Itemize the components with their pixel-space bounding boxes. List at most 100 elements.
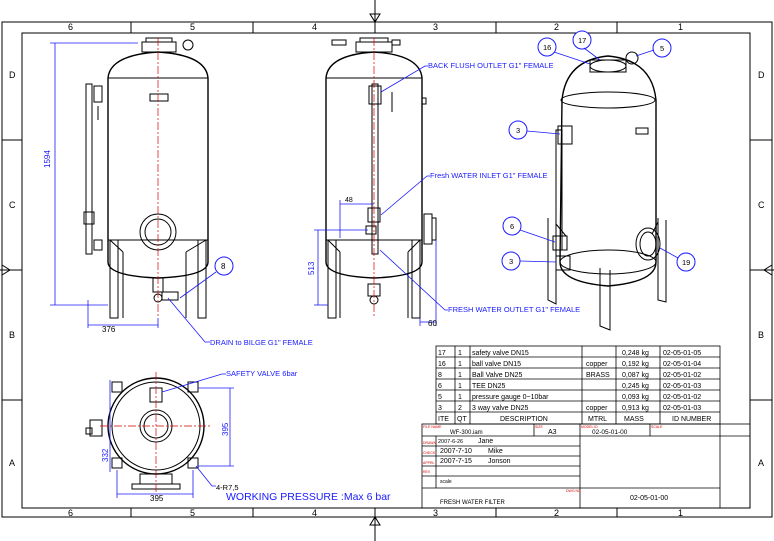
bom-rows: 17 1 safety valve DN15 0,248 kg 02-05-01-05 1… [438,350,701,412]
bom-cell-mass: 0,093 kg [622,394,649,401]
row-label-c-left: C [9,200,16,210]
bom-header-qty: QT [457,416,467,423]
tb-dwg-label: DWG NO [566,489,581,493]
bom-header-item: ITE [438,416,449,423]
front-view [50,37,209,328]
callout-back-flush: BACK FLUSH OUTLET G1" FEMALE [428,61,553,70]
col-label-5-top: 5 [190,22,195,32]
bom-cell-qty: 1 [458,372,462,379]
bom-cell-mass: 0,248 kg [622,350,649,357]
col-label-6-bottom: 6 [68,508,73,518]
tb-rev-label: REV [423,470,431,474]
callout-safety-valve: SAFETY VALVE 6bar [226,369,298,378]
dim-1594: 1594 [43,150,52,168]
tb-check-by: Mike [488,448,503,455]
bom-cell-item: 3 [438,405,442,412]
bom-cell-mass: 0,913 kg [622,405,649,412]
col-label-1-bottom: 1 [678,508,683,518]
dim-376: 376 [102,325,116,334]
bom-cell-mass: 0,192 kg [622,361,649,368]
tb-drawn-label: DRAWN [423,441,437,445]
title-block [421,423,751,509]
callout-drain: DRAIN to BILGE G1" FEMALE [210,338,313,347]
bom-cell-qty: 2 [458,405,462,412]
dim-395-horizontal: 395 [150,494,164,503]
balloon-17: 17 [578,36,586,45]
tb-appr-date: 2007-7-15 [440,458,472,465]
bom-cell-item: 8 [438,372,442,379]
bom-cell-id: 02-05-01-03 [663,405,701,412]
row-label-c-right: C [758,200,765,210]
balloon-6: 6 [510,222,514,231]
tb-appr-by: Jonson [488,458,511,465]
dim-513: 513 [307,261,316,275]
col-label-4-top: 4 [312,22,317,32]
dim-48: 48 [345,197,353,204]
tb-scale-note: scale [440,479,452,485]
tb-scale-label: SCALE [651,425,663,429]
row-label-d-right: D [758,70,765,80]
dim-r75: 4-R7,5 [216,483,239,492]
tb-size: A3 [548,429,557,436]
col-label-6-top: 6 [68,22,73,32]
col-label-3-top: 3 [433,22,438,32]
tb-title: FRESH WATER FILTER [440,500,506,506]
balloon-19: 19 [682,258,690,267]
bom-cell-item: 6 [438,383,442,390]
bom-cell-id: 02-05-01-02 [663,372,701,379]
bom-cell-id: 02-05-01-04 [663,361,701,368]
dim-395-vertical: 395 [221,422,230,436]
row-label-a-left: A [9,458,15,468]
side-view [314,37,448,326]
tb-file-name: WF-300.iam [450,430,483,436]
bom-cell-qty: 1 [458,350,462,357]
bom-cell-item: 5 [438,394,442,401]
tb-model: 02-05-01-00 [592,429,628,436]
tb-check-date: 2007-7-10 [440,448,472,455]
iso-balloons [501,30,696,272]
row-label-d-left: D [9,70,16,80]
bom-cell-item: 16 [438,361,446,368]
tb-dwg: 02-05-01-00 [630,495,668,502]
bom-cell-qty: 1 [458,383,462,390]
balloon-3-upper: 3 [516,126,520,135]
col-label-2-bottom: 2 [554,508,559,518]
row-label-a-right: A [758,458,764,468]
top-view [85,372,234,498]
bom-cell-desc: 3 way valve DN25 [472,405,529,412]
tb-drawn-by: Jane [478,438,493,445]
row-label-b-right: B [758,330,764,340]
title-block-text: FILE NAME WF-300.iam SIZE A3 MODEL ID 02… [423,425,668,506]
col-label-4-bottom: 4 [312,508,317,518]
bom-cell-mass: 0,087 kg [622,372,649,379]
row-label-b-left: B [9,330,15,340]
bom-cell-desc: ball valve DN15 [472,361,521,368]
col-label-2-top: 2 [554,22,559,32]
bom-cell-desc: TEE DN25 [472,383,506,390]
col-label-3-bottom: 3 [433,508,438,518]
balloon-3-lower: 3 [509,257,513,266]
callout-fresh-outlet: FRESH WATER OUTLET G1" FEMALE [448,305,580,314]
col-label-5-bottom: 5 [190,508,195,518]
bom-cell-mtrl: copper [586,361,608,368]
bom-header-desc: DESCRIPTION [500,416,548,423]
tb-appr-label: APPRL [423,461,435,465]
isometric-view [547,51,667,331]
tb-size-label: SIZE [535,425,543,429]
bom-header-id: ID NUMBER [672,416,711,423]
tb-file-name-label: FILE NAME [423,425,442,429]
bom-table [435,345,721,425]
balloon-5: 5 [660,44,664,53]
bom-cell-desc: pressure gauge 0~10bar [472,394,549,401]
bom-cell-qty: 1 [458,361,462,368]
bom-cell-desc: safety valve DN15 [472,350,529,357]
bom-cell-id: 02-05-01-03 [663,383,701,390]
tb-check-label: CHECK [423,451,436,455]
bom-cell-id: 02-05-01-05 [663,350,701,357]
bom-cell-mtrl: copper [586,405,608,412]
bom-header-mass: MASS [624,416,644,423]
bom-cell-item: 17 [438,350,446,357]
balloon-16: 16 [543,43,551,52]
